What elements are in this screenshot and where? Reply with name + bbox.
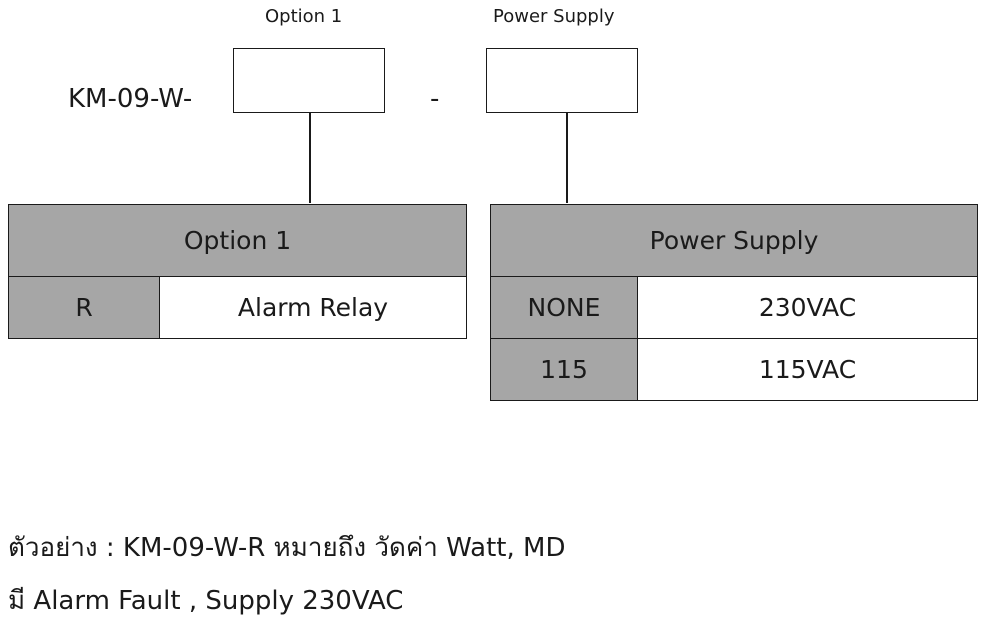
example-line-2: มี Alarm Fault , Supply 230VAC: [8, 586, 404, 616]
power-supply-connector-line: [566, 113, 568, 203]
example-line-1: ตัวอย่าง : KM-09-W-R หมายถึง วัดค่า Watt…: [8, 533, 566, 563]
option-1-table-title: Option 1: [7, 204, 468, 277]
option-1-code-box: [233, 48, 385, 113]
model-prefix: KM-09-W-: [68, 84, 193, 114]
option-description-cell: Alarm Relay: [158, 276, 468, 339]
option-1-header-label: Option 1: [265, 6, 343, 27]
power-description-cell: 230VAC: [636, 276, 979, 339]
option-code-cell: R: [8, 276, 160, 339]
option-1-table: Option 1 R Alarm Relay: [7, 204, 468, 339]
table-row: 115 115VAC: [490, 338, 979, 401]
power-description-cell: 115VAC: [636, 338, 979, 401]
power-code-cell: NONE: [490, 276, 638, 339]
table-row: R Alarm Relay: [8, 276, 468, 339]
option-1-connector-line: [309, 113, 311, 203]
code-separator: -: [430, 84, 440, 114]
power-supply-table-title: Power Supply: [489, 204, 979, 277]
power-supply-table: Power Supply NONE 230VAC 115 115VAC: [489, 204, 979, 401]
power-supply-code-box: [486, 48, 638, 113]
table-row: NONE 230VAC: [490, 276, 979, 339]
power-code-cell: 115: [490, 338, 638, 401]
power-supply-header-label: Power Supply: [493, 6, 615, 27]
